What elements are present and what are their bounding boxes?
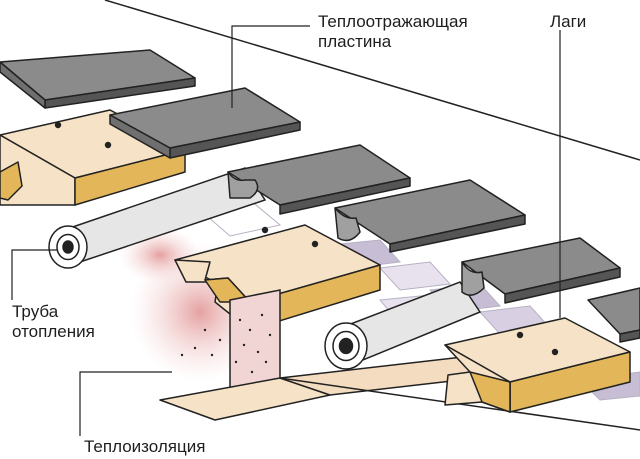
heat-reflecting-plate-1 [0,49,196,109]
heat-reflecting-plate-2 [109,87,301,159]
label-heat-reflecting-plate-line-2: пластина [318,32,392,51]
label-heat-reflecting-plate-line-1: Теплоотражающая [318,12,468,31]
top-edge-line [104,0,640,161]
label-insulation: Теплоизоляция [84,437,206,456]
heating-pipe-2 [324,281,482,370]
label-heating-pipe-line-1: Труба [12,302,59,321]
heat-reflecting-plate-4 [334,179,526,253]
leader-lines [11,25,561,436]
label-joists: Лаги [550,12,587,31]
heat-reflecting-plate-5 [461,237,621,304]
label-heating-pipe-line-2: отопления [12,322,95,341]
label-heat-reflecting-plate: Теплоотражающая пластина [318,12,468,52]
heat-reflecting-plate-3 [227,144,411,215]
heating-pipe-1 [48,167,267,269]
joist-right [444,317,631,413]
label-heating-pipe: Труба отопления [12,302,95,342]
heat-reflecting-plate-6 [587,287,640,343]
